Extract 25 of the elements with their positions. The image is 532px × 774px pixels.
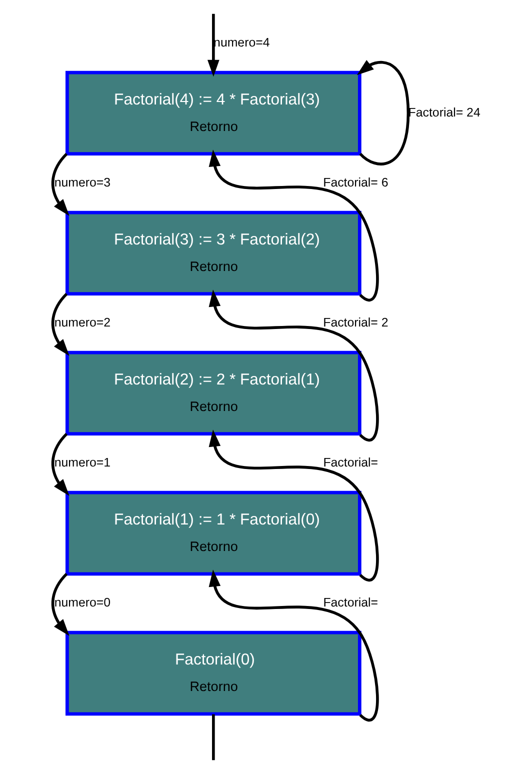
- connector: [212, 714, 214, 760]
- arrow: [208, 150, 378, 302]
- arrow: [206, 14, 219, 77]
- edge-label: Factorial=: [322, 455, 378, 470]
- arrow: [50, 432, 69, 496]
- edge-label: Factorial= 24: [408, 105, 480, 120]
- node-box: Factorial(4) := 4 * Factorial(3) Retorno: [65, 70, 361, 156]
- arrow: [356, 60, 410, 166]
- arrow: [50, 292, 69, 356]
- edge-label: Factorial= 2: [322, 315, 388, 330]
- edge-label: numero=2: [54, 315, 110, 330]
- arrow: [50, 572, 69, 636]
- node-box: Factorial(3) := 3 * Factorial(2) Retorno: [65, 210, 361, 296]
- node-box: Factorial(1) := 1 * Factorial(0) Retorno: [65, 490, 361, 576]
- arrow: [50, 152, 69, 216]
- arrow: [208, 290, 378, 442]
- node-box: Factorial(2) := 2 * Factorial(1) Retorno: [65, 350, 361, 436]
- arrow: [208, 570, 378, 722]
- node-box: Factorial(0) Retorno: [65, 630, 361, 716]
- edge-label: numero=1: [54, 455, 110, 470]
- edge-label: Factorial=: [322, 595, 378, 610]
- edge-label: numero=0: [54, 595, 110, 610]
- edge-label: Factorial= 6: [322, 175, 388, 190]
- edge-label: numero=3: [54, 175, 110, 190]
- arrow: [208, 430, 378, 582]
